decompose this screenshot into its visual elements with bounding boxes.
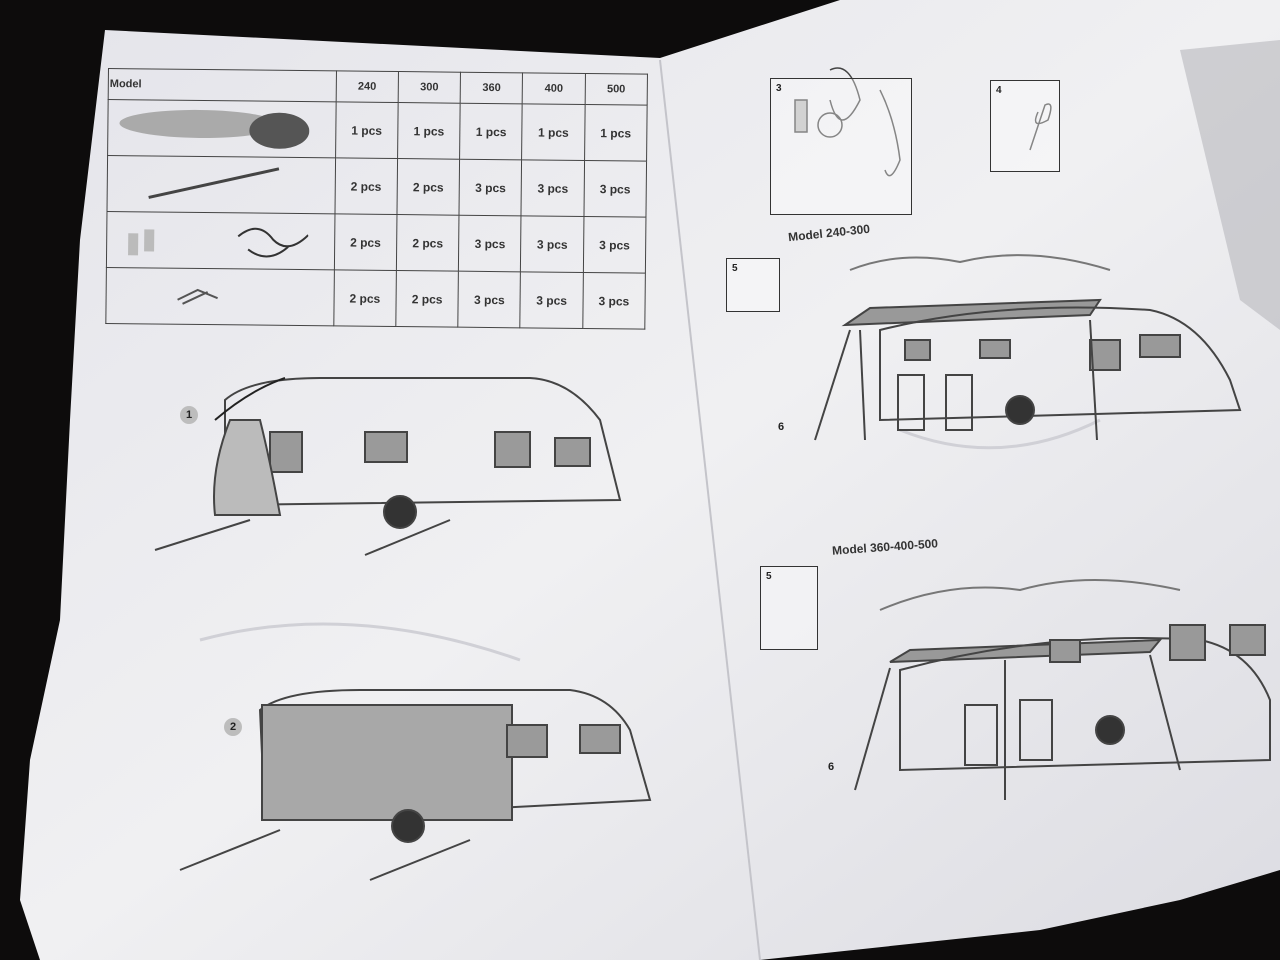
table-cell: 2 pcs <box>396 214 460 272</box>
step-number: 5 <box>732 263 738 274</box>
step-badge-6b: 6 <box>827 761 835 773</box>
table-cell: 3 pcs <box>520 215 584 273</box>
table-cell: 3 pcs <box>583 160 647 218</box>
table-cell: 2 pcs <box>395 270 459 328</box>
step-5a-box: 5 <box>726 258 780 312</box>
table-row: 2 pcs 2 pcs 3 pcs 3 pcs 3 pcs <box>105 267 646 330</box>
table-cell: 3 pcs <box>459 159 522 216</box>
table-cell: 3 pcs <box>583 216 646 274</box>
table-cell: 3 pcs <box>520 271 584 329</box>
step-number: 5 <box>766 571 772 582</box>
step-number: 4 <box>996 85 1002 96</box>
table-cell: 1 pcs <box>584 104 648 162</box>
table-cell: 2 pcs <box>334 213 397 271</box>
parts-table: Model 240 300 360 400 500 1 pcs 1 pcs 1 … <box>105 68 648 330</box>
table-row: 2 pcs 2 pcs 3 pcs 3 pcs 3 pcs <box>106 155 647 218</box>
table-cell: 3 pcs <box>457 271 521 328</box>
table-cell: 1 pcs <box>459 103 523 160</box>
table-cell: 2 pcs <box>334 157 398 215</box>
awning-bag-icon <box>107 99 336 158</box>
col-header: 240 <box>335 70 399 103</box>
knot-diagram-4 <box>1029 103 1052 151</box>
peg-icon <box>105 267 335 326</box>
caravan-diagram-2 <box>179 689 652 881</box>
table-cell: 1 pcs <box>521 103 585 161</box>
table-cell: 2 pcs <box>333 269 397 327</box>
table-cell: 3 pcs <box>582 272 646 330</box>
table-row: 1 pcs 1 pcs 1 pcs 1 pcs 1 pcs <box>107 99 648 162</box>
step-5b-box: 5 <box>760 566 818 650</box>
caravan-diagram-1 <box>154 377 622 556</box>
step-number: 3 <box>776 83 782 94</box>
table-row: 2 pcs 2 pcs 3 pcs 3 pcs 3 pcs <box>106 211 646 274</box>
knot-diagram-3 <box>794 67 901 177</box>
table-cell: 2 pcs <box>396 158 460 216</box>
awning-diagram-a <box>814 254 1242 441</box>
table-cell: 3 pcs <box>521 159 585 217</box>
model-header: Model <box>108 68 337 102</box>
step-badge-1: 1 <box>180 406 198 424</box>
table-cell: 1 pcs <box>335 101 399 159</box>
step-3-box: 3 <box>770 78 912 215</box>
step-4-box: 4 <box>990 80 1060 172</box>
step-badge-6a: 6 <box>777 421 785 433</box>
col-header: 360 <box>460 72 523 104</box>
table-cell: 3 pcs <box>458 215 522 272</box>
awning-diagram-b <box>854 579 1271 800</box>
step-badge-2: 2 <box>224 718 242 736</box>
col-header: 400 <box>522 72 586 105</box>
table-cell: 1 pcs <box>397 102 461 160</box>
rope-tensioner-icon <box>106 211 335 270</box>
col-header: 300 <box>398 71 461 104</box>
col-header: 500 <box>584 73 648 106</box>
pole-icon <box>106 155 336 214</box>
